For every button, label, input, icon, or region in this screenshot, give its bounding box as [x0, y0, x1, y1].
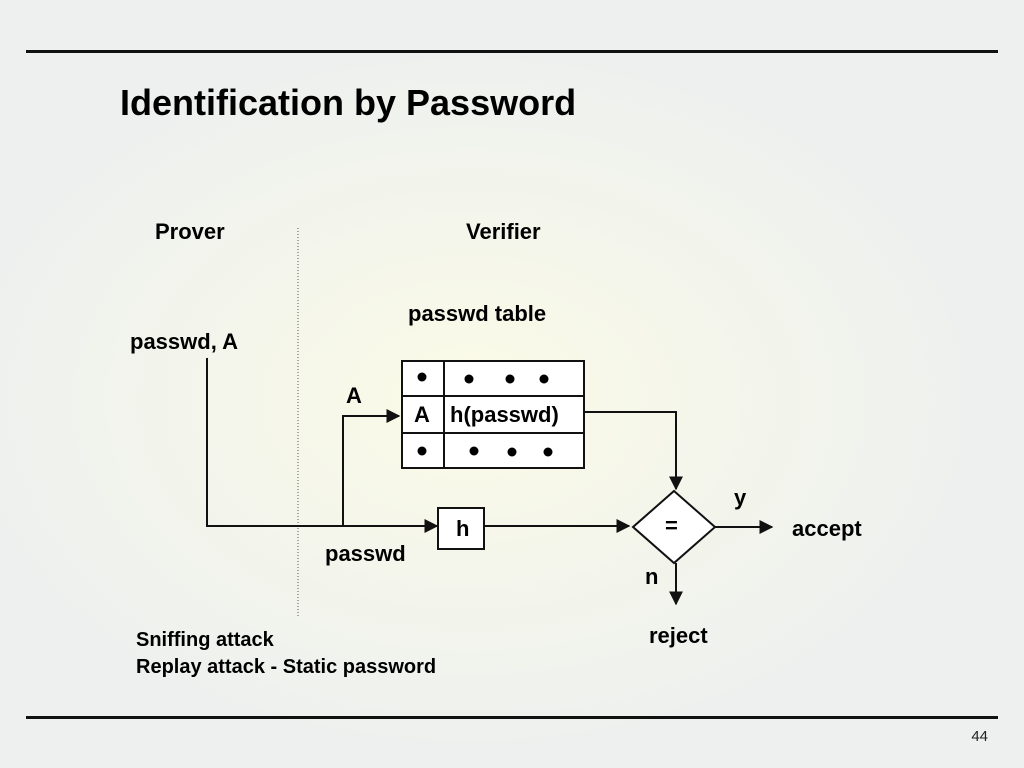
arrow-a-label: A — [346, 383, 362, 408]
table-label: passwd table — [408, 301, 547, 326]
accept-label: accept — [792, 516, 862, 541]
note-replay: Replay attack - Static password — [136, 656, 437, 678]
passwd-flow-line — [206, 358, 343, 527]
compare-symbol: = — [665, 513, 678, 538]
bottom-rule — [26, 716, 998, 719]
reject-label: reject — [649, 623, 708, 648]
slide-title: Identification by Password — [120, 82, 577, 123]
top-rule — [26, 50, 998, 53]
yes-label: y — [734, 485, 747, 510]
table-key-cell: A — [414, 402, 430, 427]
table-to-compare-arrow — [584, 411, 683, 491]
prover-label: Prover — [155, 219, 225, 244]
no-label: n — [645, 564, 659, 589]
passwd-label: passwd — [325, 541, 406, 566]
compare-diamond — [631, 489, 717, 565]
hash-box-label: h — [456, 516, 470, 541]
prover-input-label: passwd, A — [130, 329, 238, 354]
password-table — [401, 360, 585, 469]
table-value-cell: h(passwd) — [450, 402, 559, 427]
page-number: 44 — [971, 728, 988, 745]
a-lookup-arrow — [342, 409, 401, 526]
hash-box — [437, 507, 485, 550]
verifier-label: Verifier — [466, 219, 541, 244]
note-sniffing: Sniffing attack — [136, 629, 274, 651]
